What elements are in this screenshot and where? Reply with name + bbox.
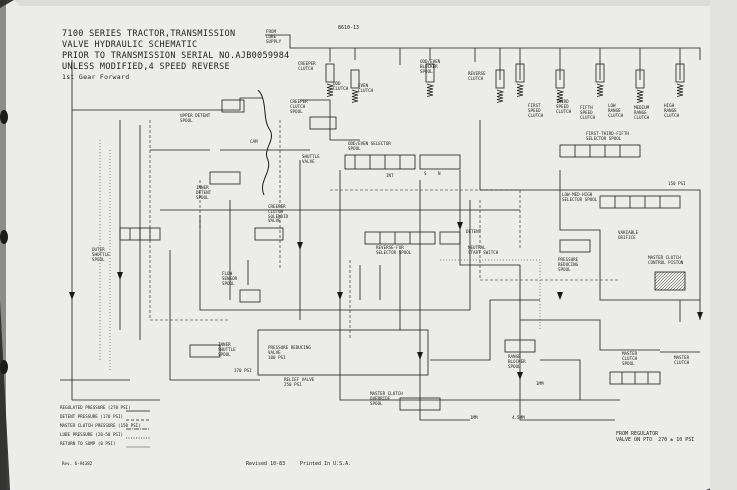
label-int: INT [386, 173, 394, 178]
clutch-symbol [555, 69, 565, 89]
label-low-range-clutch: LOW RANGE CLUTCH [608, 103, 624, 118]
clutch-symbol [325, 63, 335, 83]
label-shuttle-valve: SHUTTLE VALVE [302, 154, 320, 164]
label-odd-even-blocker: ODD/EVEN BLOCKER SPOOL [420, 59, 441, 74]
footer-rev: Rev. 6-94382 [62, 461, 93, 466]
clutch-symbol [595, 63, 605, 83]
label-upper-detent-spool: UPPER DETENT SPOOL [180, 113, 211, 123]
label-high-range-clutch: HIGH RANGE CLUTCH [664, 103, 680, 118]
footer-revised: Revised 10-83 [246, 461, 286, 467]
legend-item: RETURN TO SUMP (0 PSI) [60, 441, 116, 446]
clutch-symbol [675, 63, 685, 83]
legend-item: DETENT PRESSURE (170 PSI) [60, 414, 124, 419]
label-neutral-start-switch: NEUTRAL START SWITCH [468, 245, 499, 255]
clutch-spring [496, 89, 505, 103]
label-170-psi: 170 PSI [234, 368, 252, 373]
label-fifth-speed-clutch: FIFTH SPEED CLUTCH [580, 105, 596, 120]
drawing-number: 8610-13 [338, 25, 360, 31]
clutch-spring [351, 89, 360, 103]
clutch-spring [676, 83, 685, 97]
label-first-speed-clutch: FIRST SPEED CLUTCH [528, 103, 544, 118]
label-master-clutch-control-piston: MASTER CLUTCH CONTROL PISTON [648, 255, 684, 265]
label-creeper-clutch: CREEPER CLUTCH [298, 61, 316, 71]
label-flow-sensor-spool: FLOW SENSOR SPOOL [222, 271, 238, 286]
label-inner-shuttle-spool: INNER SHUTTLE SPOOL [218, 342, 236, 357]
legend-item: LUBE PRESSURE (20-50 PSI) [60, 432, 124, 437]
label-relief-valve: RELIEF VALVE 250 PSI [284, 377, 315, 387]
label-outer-shuttle-spool: OUTER SHUTTLE SPOOL [92, 247, 110, 262]
label-odd-clutch: ODD CLUTCH [333, 81, 349, 91]
clutch-spring [326, 83, 335, 97]
footer-printed: Printed In U.S.A. [300, 461, 352, 467]
label-creeper-clutch-spool: CREEPER CLUTCH SPOOL [290, 99, 308, 114]
label-from-regulator: FROM REGULATOR VALVE ON PTO 270 ± 10 PSI [616, 431, 695, 443]
label-s: S [424, 171, 427, 176]
label-master-clutch-override: MASTER CLUTCH OVERRIDE SPOOL [370, 391, 403, 406]
clutch-symbol [425, 63, 435, 83]
label-4-5mm: 4.5MM [512, 415, 525, 420]
clutch-spring [636, 89, 645, 103]
label-reverse-for-selector: REVERSE-FOR SELECTOR SPOOL [376, 245, 412, 255]
label-master-clutch: MASTER CLUTCH [674, 355, 690, 365]
label-even-clutch: EVEN CLUTCH [358, 83, 374, 93]
label-pressure-reducing-valve: PRESSURE REDUCING VALVE 100 PSI [268, 345, 311, 360]
label-pressure-reducing-spool: PRESSURE REDUCING SPOOL [558, 257, 579, 272]
label-medium-range-clutch: MEDIUM RANGE CLUTCH [634, 105, 650, 120]
title-line-4: UNLESS MODIFIED,4 SPEED REVERSE [62, 62, 230, 72]
label-third-speed-clutch: THIRD SPEED CLUTCH [556, 99, 572, 114]
label-detent: DETENT [466, 229, 482, 234]
clutch-spring [596, 83, 605, 97]
label-150-psi: 150 PSI [668, 181, 686, 186]
label-first-third-fifth: FIRST-THIRD-FIFTH SELECTOR SPOOL [586, 131, 629, 141]
label-cam: CAM [250, 139, 258, 144]
title-line-1: 7100 SERIES TRACTOR,TRANSMISSION [62, 29, 236, 39]
legend-item: REGULATED PRESSURE (270 PSI) [60, 405, 131, 410]
label-1mm-a: 1MM [536, 381, 544, 386]
binder-hole-bottom [0, 360, 8, 374]
label-inner-detent-spool: INNER DETENT SPOOL [196, 185, 212, 200]
clutch-symbol [495, 69, 505, 89]
clutch-symbol [350, 69, 360, 89]
label-low-med-high: LOW-MED-HIGH SELECTOR SPOOL [562, 192, 598, 202]
title-line-2: VALVE HYDRAULIC SCHEMATIC [62, 40, 198, 50]
label-variable-orifice: VARIABLE ORIFICE [618, 230, 639, 240]
clutch-spring [516, 83, 525, 97]
clutch-symbol [515, 63, 525, 83]
label-n: N [438, 171, 441, 176]
label-creeper-solenoid: CREEPER CLUTCH SOLENOID VALVE [268, 204, 289, 224]
clutch-spring [556, 89, 565, 103]
legend-item: MASTER CLUTCH PRESSURE (150 PSI) [60, 423, 141, 428]
label-odd-even-selector: ODD/EVEN SELECTOR SPOOL [348, 141, 391, 151]
clutch-spring [426, 83, 435, 97]
binder-hole-middle [0, 230, 8, 244]
title-line-3: PRIOR TO TRANSMISSION SERIAL NO.AJB00599… [62, 51, 290, 61]
title-line-5: 1st Gear Forward [62, 73, 130, 81]
clutch-symbol [635, 69, 645, 89]
label-master-clutch-spool: MASTER CLUTCH SPOOL [622, 351, 638, 366]
label-1mm-b: 1MM [470, 415, 478, 420]
label-range-blocker-spool: RANGE BLOCKER SPOOL [508, 354, 526, 369]
binder-hole-top [0, 110, 8, 124]
label-from-lube-supply: FROM LUBE SUPPLY [266, 29, 282, 44]
label-reverse-clutch: REVERSE CLUTCH [468, 71, 486, 81]
